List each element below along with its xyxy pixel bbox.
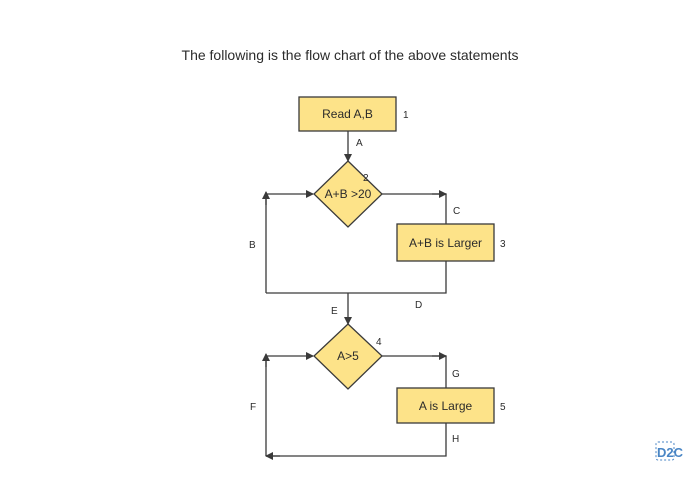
read-node — [298, 96, 397, 132]
edge-label-e: E — [331, 306, 338, 317]
edge-h — [266, 423, 447, 457]
edge-c — [382, 193, 447, 224]
step-number-5: 5 — [500, 402, 506, 413]
svg-text:D2C: D2C — [657, 445, 684, 460]
a-large-node — [396, 387, 495, 424]
edge-label-h: H — [452, 434, 459, 445]
edge-g — [382, 355, 447, 388]
edge-label-c: C — [453, 206, 460, 217]
edge-b — [265, 190, 314, 293]
edge-label-g: G — [452, 369, 460, 380]
condition-sum-label: A+B >20 — [325, 187, 372, 201]
edge-label-b: B — [249, 240, 256, 251]
edge-label-f: F — [250, 402, 256, 413]
condition-sum-node — [313, 160, 383, 228]
a-large-label: A is Large — [419, 399, 473, 413]
step-number-3: 3 — [500, 239, 506, 250]
edge-f — [265, 352, 314, 456]
step-number-2: 2 — [363, 173, 369, 184]
sum-larger-node — [396, 223, 495, 262]
condition-a-node — [313, 323, 383, 390]
sum-larger-label: A+B is Larger — [409, 236, 482, 250]
step-number-1: 1 — [403, 110, 409, 121]
step-number-4: 4 — [376, 337, 382, 348]
edge-d — [266, 261, 447, 294]
edge-label-a: A — [356, 138, 363, 149]
read-node-label: Read A,B — [322, 107, 373, 121]
page-title: The following is the flow chart of the a… — [181, 47, 519, 63]
condition-a-label: A>5 — [337, 349, 359, 363]
edge-label-d: D — [415, 300, 422, 311]
d2c-logo-icon: D2C — [655, 441, 684, 461]
